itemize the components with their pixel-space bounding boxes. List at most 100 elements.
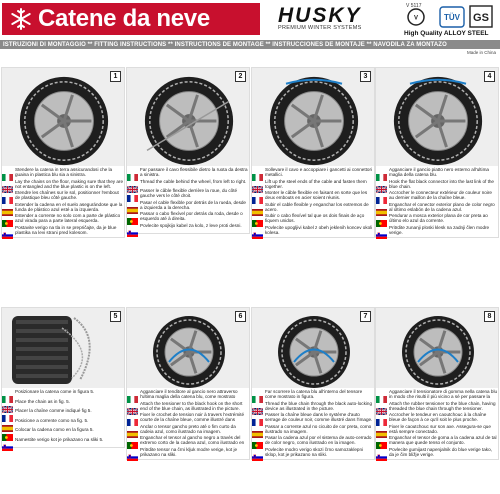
- instructions-bar: ISTRUZIONI DI MONTAGGIO ** FITTING INSTR…: [0, 40, 500, 49]
- step-number: 6: [235, 311, 246, 322]
- spain-flag-icon: [2, 203, 13, 216]
- step-text-row: Stendere la catena in terra assicurandos…: [2, 167, 124, 181]
- france-flag-icon: [2, 191, 13, 204]
- cert-logos: V TÜV GS: [407, 5, 493, 28]
- step-text: Posizionare la catena come in figura 5.: [15, 389, 95, 394]
- slovenia-flag-icon: [376, 448, 387, 461]
- step-text: Povlecite spojkijo kabel za kolo, z leve…: [140, 222, 242, 228]
- step-illustration: 7: [252, 308, 374, 388]
- step-text-row: Accrocher le connecteur extérieur de cou…: [376, 190, 498, 204]
- step-text-row: Extender la cadena en el suelo aseguránd…: [2, 201, 124, 216]
- spain-flag-icon: [127, 201, 138, 214]
- step-text-row: Povlecite gumijast napenjalnik do blue v…: [376, 446, 498, 461]
- made-in-label: Made in China: [466, 50, 496, 55]
- step-text: Passer le câble flexible derrière la rou…: [140, 188, 238, 198]
- step-text-row: Postavite verigo na tla in se prepričajt…: [2, 225, 124, 239]
- slovenia-flag-icon: [127, 448, 138, 461]
- step-text: Attach the tensioner to the black hook o…: [140, 400, 243, 411]
- step-text-row: Attach the tensioner to the black hook o…: [126, 400, 249, 416]
- portugal-flag-icon: [252, 214, 263, 227]
- step-text: Thread the cable behind the wheel, from …: [140, 178, 247, 184]
- step-text-row: Hook the flat black connector into the l…: [375, 179, 498, 194]
- portugal-flag-icon: [376, 436, 387, 449]
- step-text-row: Pritrdite tensor na črni kljuk modre ver…: [127, 447, 249, 461]
- title-banner: Catene da neve: [2, 3, 260, 35]
- step-text: Povlecite modro verigo skozi črno samoza…: [265, 446, 364, 457]
- step-illustration: 6: [127, 308, 249, 388]
- slovenia-flag-icon: [252, 226, 263, 239]
- header: Catene da neve HUSKY PREMIUM WINTER SYST…: [0, 0, 500, 38]
- step-text: Enganchar el conector exterior plano de …: [389, 201, 495, 212]
- uk-flag-icon: [251, 402, 264, 416]
- steel-label: High Quality ALLOY STEEL: [404, 30, 489, 37]
- italy-flag-icon: [2, 390, 13, 403]
- step-text-row: Etendre les chaînes sur le sol, position…: [2, 190, 124, 204]
- step-text-row: Estender a corrente no solo com a parte …: [2, 213, 124, 227]
- step-text-row: Enganchar el conector exterior plano de …: [376, 201, 498, 216]
- slovenia-flag-icon: [2, 226, 13, 239]
- step-texts: Agganciare il tenditore al gancio nero a…: [126, 388, 249, 461]
- step-text: Estender a corrente no solo com a parte …: [15, 213, 121, 223]
- step-text: Stendere la catena in terra assicurandos…: [15, 167, 113, 177]
- step-text-row: Far scorrere la catena blu all'interno d…: [252, 389, 374, 403]
- step-number: 5: [110, 311, 121, 322]
- step-text: Accrocher le tendeur en caoutchouc à la …: [389, 412, 487, 422]
- spain-flag-icon: [252, 203, 263, 216]
- step-illustration: 1: [2, 68, 124, 166]
- step-text-row: Enganchar el tensor de goma a la cadena …: [376, 435, 498, 449]
- france-flag-icon: [376, 413, 387, 426]
- step-text-row: Attach the rubber tensioner to the blue …: [375, 401, 498, 416]
- step-text-row: Posizionare la catena come in figura 5.: [2, 389, 124, 403]
- step-text-row: Thread the blue chain through the black …: [251, 401, 374, 416]
- step-text: Subir o cabo flexível tal que os dois fi…: [265, 213, 365, 223]
- uk-flag-icon: [375, 180, 388, 194]
- step-number: 2: [235, 71, 246, 82]
- step-text-row: Thread the cable behind the wheel, from …: [126, 178, 249, 194]
- step-texts: Sollevare il cavo e accoppiare i gancett…: [251, 166, 374, 239]
- step-number: 8: [484, 311, 495, 322]
- france-flag-icon: [252, 191, 263, 204]
- portugal-flag-icon: [2, 214, 13, 227]
- step-text-row: Fixer le caoutchouc sur son axe. Assegur…: [376, 424, 498, 438]
- step-text: Passar o cabo flexível por detrás da rod…: [140, 211, 243, 221]
- step-text: Far scorrere la catena blu all'interno d…: [265, 389, 363, 399]
- step-text-row: Povlecite spojkijo kabel za kolo, z leve…: [127, 222, 249, 237]
- step-text-row: Passar a corrente azul no cicuito de cor…: [252, 424, 374, 438]
- step-text-row: Subir el cable flexible y enganchar los …: [252, 202, 374, 216]
- step-illustration: 5: [2, 308, 124, 388]
- slovenia-flag-icon: [127, 224, 138, 237]
- step-text-row: Agganciare il tenditore al gancio nero a…: [127, 389, 249, 403]
- step-text-row: Passar o cabo flexível por detrás da rod…: [127, 211, 249, 225]
- step-text: Extender la cadena en el suelo aseguránd…: [15, 201, 123, 212]
- step-text-row: Lay the chains on the floor, making sure…: [1, 179, 124, 194]
- uk-flag-icon: [126, 402, 139, 416]
- italy-flag-icon: [252, 390, 263, 403]
- step-text-row: Povlecite modro verigo skozi črno samoza…: [252, 446, 374, 461]
- step-illustration: 8: [376, 308, 498, 388]
- step-text: Far passare il cavo flessibile dietro la…: [140, 167, 248, 177]
- step-text: Povlecite gumijast napenjalnik do blue v…: [389, 446, 492, 457]
- step-text-row: Posicione a corrente como na fig. 5.: [2, 418, 124, 432]
- france-flag-icon: [252, 413, 263, 426]
- step-text-row: Passer le câble flexible derrière la rou…: [127, 188, 249, 202]
- step-text-row: Passer la chaîne bleue dans le système d…: [252, 412, 374, 426]
- husky-logo: HUSKY PREMIUM WINTER SYSTEMS: [278, 5, 396, 34]
- france-flag-icon: [2, 409, 13, 422]
- step-text: Passer la chaîne bleue dans le système d…: [265, 412, 373, 422]
- step-text: Sollevare il cavo e accoppiare i gancett…: [265, 167, 372, 177]
- step-text: Fixer le crochet de tension noir à trave…: [140, 412, 245, 422]
- gs-icon: [469, 5, 493, 28]
- step-text: Pritrdite zunanji ploski klesk na zadnji…: [389, 224, 490, 235]
- step-text-row: Accrocher le tendeur en caoutchouc à la …: [376, 412, 498, 426]
- italy-flag-icon: [127, 390, 138, 403]
- step-texts: Stendere la catena in terra assicurandos…: [1, 166, 124, 239]
- step-texts: Agganciare il gancio piatto nero esterno…: [375, 166, 498, 239]
- portugal-flag-icon: [376, 214, 387, 227]
- step-text: Accrocher le connecteur extérieur de cou…: [389, 190, 492, 200]
- certification-block: V 5117 V TÜV GS High Quality ALLOY STEEL: [404, 3, 498, 37]
- step-text-row: Agganciare il tensionatore di gomma nell…: [376, 389, 498, 403]
